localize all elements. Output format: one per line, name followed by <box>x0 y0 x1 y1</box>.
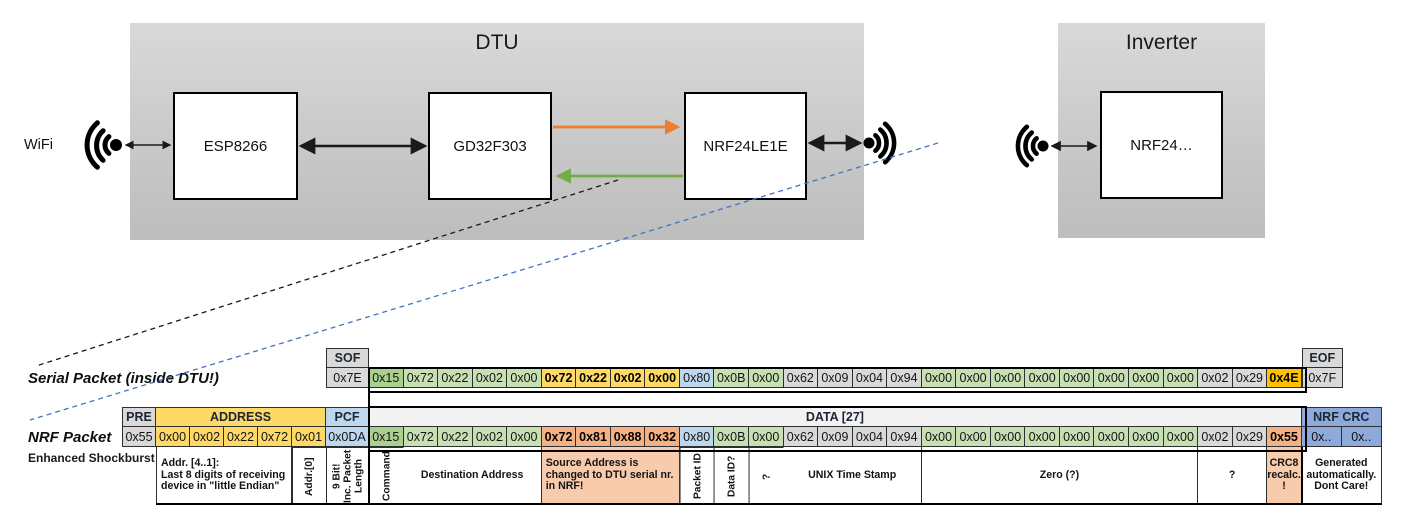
serial-byte-cell: 0x00 <box>956 368 991 388</box>
nrf-address-byte-cell: 0x72 <box>258 427 292 447</box>
serial-byte-cell: 0x00 <box>1059 368 1095 388</box>
serial-byte-cell: 0x72 <box>541 368 577 388</box>
nrf-byte-cell: 0x02 <box>1198 427 1233 447</box>
nrf-byte-cell: 0x09 <box>818 427 853 447</box>
serial-byte-cell: 0x00 <box>1129 368 1164 388</box>
nrf-annotation-cell: Destination Address <box>403 447 542 505</box>
nrf-byte-cell: 0x00 <box>749 427 784 447</box>
nrf-byte-cell: 0x04 <box>852 427 888 447</box>
nrf-pre-header: PRE <box>122 407 156 427</box>
wifi-icon-left <box>84 120 122 170</box>
serial-byte-cell: 0x00 <box>645 368 680 388</box>
inverter-nrf24-box: NRF24… <box>1100 91 1223 199</box>
nrf-byte-cell: 0x62 <box>783 427 819 447</box>
wifi-icon-dtu-right <box>863 121 897 165</box>
serial-packet-label: Serial Packet (inside DTU!) <box>28 370 219 387</box>
nrf-pcf-value: 0x0DA <box>326 427 369 447</box>
nrf-byte-cell: 0x32 <box>645 427 680 447</box>
wifi-label: WiFi <box>24 137 53 153</box>
serial-byte-cell: 0x00 <box>921 368 957 388</box>
serial-byte-cell: 0x0B <box>714 368 750 388</box>
nrf-annotation-cell: UNIX Time Stamp <box>783 447 922 505</box>
serial-byte-cell: 0x09 <box>818 368 853 388</box>
serial-byte-cell: 0x02 <box>472 368 508 388</box>
nrf24le1e-box: NRF24LE1E <box>684 92 807 200</box>
nrf-byte-cell: 0x0B <box>714 427 750 447</box>
serial-byte-cell: 0x4E <box>1267 368 1302 388</box>
leader-serial-dashed <box>35 179 619 367</box>
nrf-annotation-cell: Addr. [4..1]: Last 8 digits of receiving… <box>156 447 292 505</box>
serial-sof-header: SOF <box>326 348 369 368</box>
serial-byte-cell: 0x62 <box>783 368 819 388</box>
serial-byte-cell: 0x04 <box>852 368 888 388</box>
nrf-byte-cell: 0x02 <box>472 427 508 447</box>
nrf-crc-header: NRF CRC <box>1301 407 1382 427</box>
nrf-byte-cell: 0x00 <box>1129 427 1164 447</box>
enhanced-shockburst-label: Enhanced Shockburst <box>28 451 155 465</box>
serial-byte-cell: 0x00 <box>749 368 784 388</box>
nrf-byte-cell: 0x00 <box>921 427 957 447</box>
serial-byte-cell: 0x00 <box>507 368 542 388</box>
nrf-address-byte-cell: 0x00 <box>156 427 190 447</box>
nrf-byte-cell: 0x81 <box>576 427 611 447</box>
serial-byte-cell: 0x94 <box>887 368 922 388</box>
serial-byte-cell: 0x22 <box>438 368 473 388</box>
serial-byte-cell: 0x80 <box>679 368 715 388</box>
serial-eof-header: EOF <box>1301 348 1343 368</box>
esp8266-box: ESP8266 <box>173 92 298 200</box>
serial-byte-cell: 0x02 <box>1198 368 1233 388</box>
wifi-icon-inverter <box>1015 124 1049 168</box>
nrf-byte-cell: 0x00 <box>1094 427 1130 447</box>
nrf-byte-cell: 0x55 <box>1267 427 1302 447</box>
serial-byte-cell: 0x00 <box>1025 368 1060 388</box>
nrf-pre-value: 0x55 <box>122 427 156 447</box>
nrf-byte-cell: 0x72 <box>403 427 439 447</box>
nrf-byte-cell: 0x94 <box>887 427 922 447</box>
dtu-title: DTU <box>475 31 519 54</box>
gd32f303-box: GD32F303 <box>428 92 552 200</box>
serial-sof-value: 0x7E <box>326 368 369 388</box>
inverter-title: Inverter <box>1125 31 1198 54</box>
nrf-byte-cell: 0x88 <box>610 427 646 447</box>
serial-byte-cell: 0x00 <box>990 368 1026 388</box>
nrf-byte-cell: 0x80 <box>679 427 715 447</box>
nrf-address-byte-cell: 0x22 <box>224 427 258 447</box>
nrf-byte-cell: 0x00 <box>956 427 991 447</box>
serial-byte-cell: 0x15 <box>369 368 404 388</box>
nrf-crc-byte-cell: 0x.. <box>1341 427 1382 447</box>
nrf-byte-cell: 0x00 <box>1163 427 1199 447</box>
serial-byte-cell: 0x72 <box>403 368 439 388</box>
nrf-byte-cell: 0x29 <box>1232 427 1268 447</box>
serial-byte-cell: 0x29 <box>1232 368 1268 388</box>
nrf-byte-cell: 0x00 <box>507 427 542 447</box>
serial-byte-cell: 0x00 <box>1163 368 1199 388</box>
nrf-address-header: ADDRESS <box>156 407 326 427</box>
serial-byte-cell: 0x02 <box>610 368 646 388</box>
nrf-packet-table: PRE ADDRESS PCF DATA [27] NRF CRC 0x55 0… <box>122 407 1382 505</box>
nrf-annotation-cell: ? <box>1198 447 1268 505</box>
serial-byte-cell: 0x22 <box>576 368 611 388</box>
nrf-annotation-cell: Generated automatically. Dont Care! <box>1301 447 1382 505</box>
serial-byte-cell: 0x00 <box>1094 368 1130 388</box>
nrf-byte-cell: 0x00 <box>990 427 1026 447</box>
nrf-byte-cell: 0x72 <box>541 427 577 447</box>
nrf-crc-byte-cell: 0x.. <box>1301 427 1342 447</box>
nrf-packet-label: NRF Packet <box>28 429 112 446</box>
nrf-address-byte-cell: 0x01 <box>292 427 326 447</box>
nrf-annotation-cell: Source Address is changed to DTU serial … <box>541 447 680 505</box>
serial-eof-value: 0x7F <box>1301 368 1343 388</box>
nrf-byte-cell: 0x22 <box>438 427 473 447</box>
nrf-address-byte-cell: 0x02 <box>190 427 224 447</box>
nrf-byte-cell: 0x00 <box>1059 427 1095 447</box>
nrf-byte-cell: 0x15 <box>369 427 404 447</box>
nrf-byte-cell: 0x00 <box>1025 427 1060 447</box>
leader-nrf-dashed <box>29 142 939 421</box>
